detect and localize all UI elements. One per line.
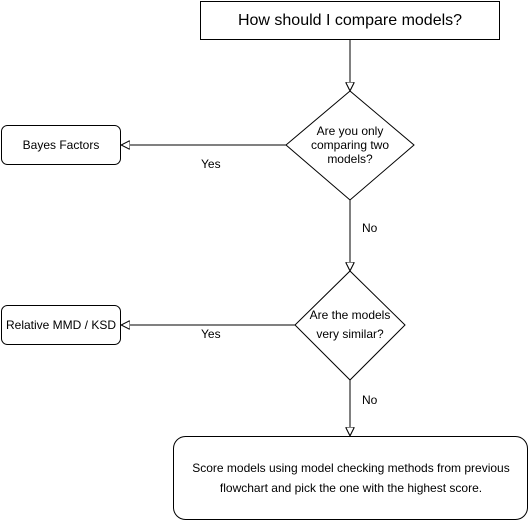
bayes-factors-label: Bayes Factors bbox=[22, 138, 100, 152]
decision-similar-label: Are the models very similar? bbox=[309, 308, 391, 341]
relative-mmd-ksd-label: Relative MMD / KSD bbox=[5, 318, 117, 332]
relative-mmd-ksd-box bbox=[1, 305, 121, 345]
edge-label-yes-1: Yes bbox=[201, 157, 221, 171]
score-models-box bbox=[173, 436, 528, 520]
edge-label-no-2: No bbox=[362, 393, 378, 407]
edge-label-no-1: No bbox=[362, 221, 378, 235]
start-box bbox=[200, 1, 500, 40]
bayes-factors-box bbox=[1, 125, 121, 165]
start-node-label: How should I compare models? bbox=[237, 11, 463, 29]
edge-label-yes-2: Yes bbox=[201, 327, 221, 341]
score-models-label: Score models using model checking method… bbox=[192, 461, 510, 495]
decision-two-models-label: Are you only comparing two models? bbox=[310, 124, 390, 166]
